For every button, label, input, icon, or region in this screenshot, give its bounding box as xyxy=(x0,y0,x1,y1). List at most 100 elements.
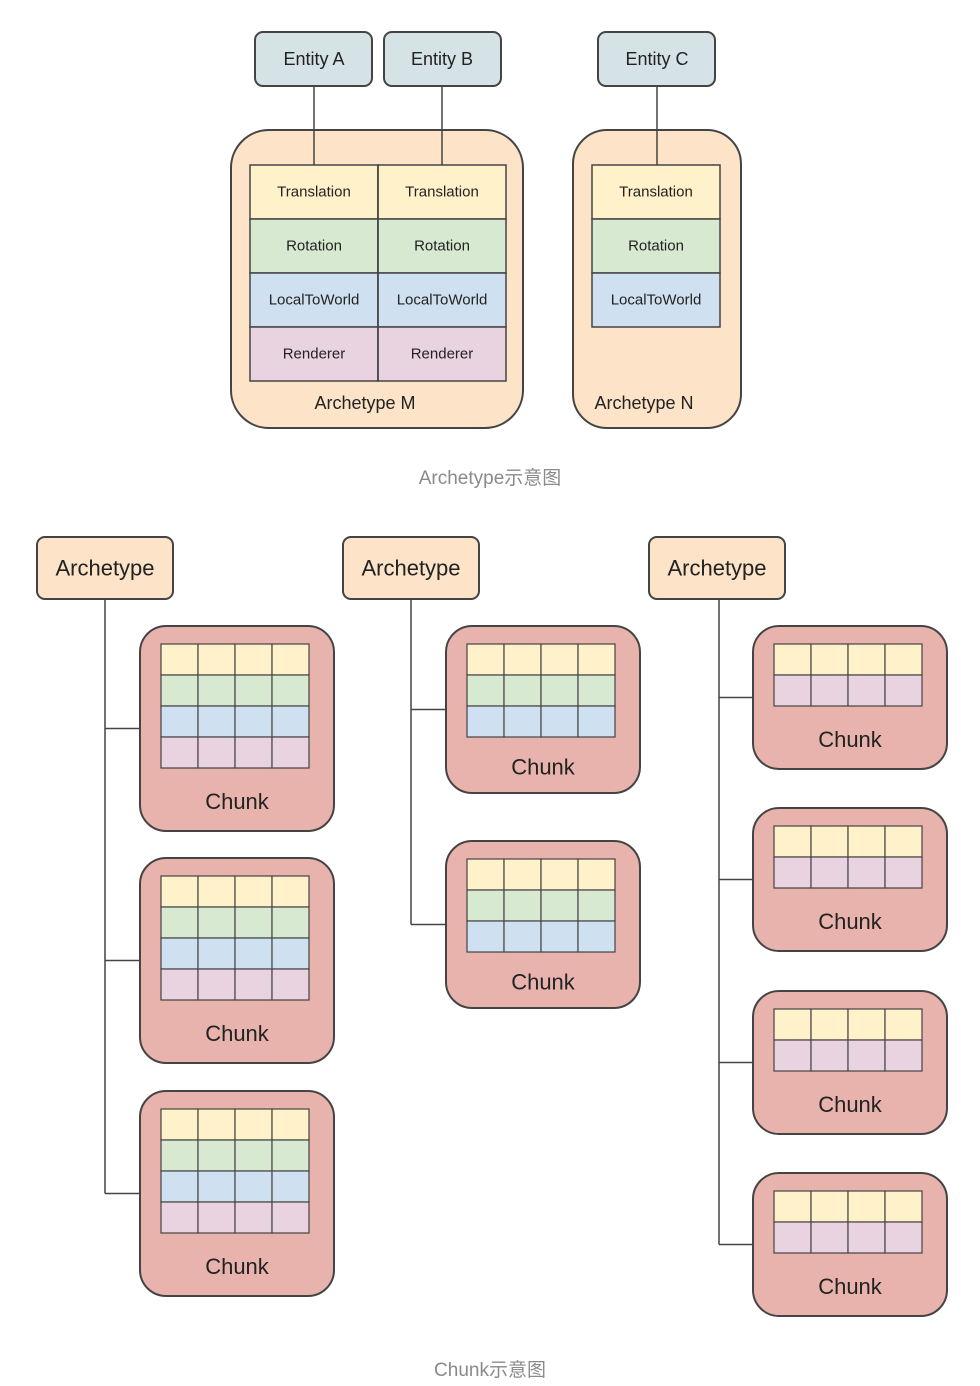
chunk-cell-translation xyxy=(847,643,886,676)
entity-label-1: Entity B xyxy=(411,49,473,69)
chunk-cell-rotation xyxy=(197,674,236,707)
chunk-cell-renderer xyxy=(234,736,273,769)
chunk-label: Chunk xyxy=(511,755,576,780)
chunk-cell-localtoworld xyxy=(577,705,616,738)
chunk-cell-renderer xyxy=(884,1039,923,1072)
chunk-cell-renderer xyxy=(810,1039,849,1072)
chunk-cell-translation xyxy=(884,825,923,858)
chunk-cell-rotation xyxy=(540,889,579,922)
chunk-cell-translation xyxy=(197,875,236,908)
chunk-cell-translation xyxy=(884,643,923,676)
chunk-cell-translation xyxy=(884,1008,923,1041)
chunk-cell-localtoworld xyxy=(234,705,273,738)
chunk-cell-translation xyxy=(503,858,542,891)
chunk-cell-translation xyxy=(197,1108,236,1141)
chunk-cell-rotation xyxy=(160,674,199,707)
chunk-cell-renderer xyxy=(197,968,236,1001)
chunk-cell-renderer xyxy=(884,856,923,889)
chunk-cell-translation xyxy=(503,643,542,676)
chunk-cell-translation xyxy=(160,875,199,908)
component-cell-rotation xyxy=(591,218,721,274)
component-cell-translation xyxy=(591,164,721,220)
chunk-label: Chunk xyxy=(205,789,270,814)
chunk-cell-renderer xyxy=(234,968,273,1001)
component-cell-localtoworld xyxy=(591,272,721,328)
chunk-cell-localtoworld xyxy=(271,705,310,738)
archetype-header-label: Archetype xyxy=(667,556,766,581)
chunk-cell-translation xyxy=(466,643,505,676)
chunk-cell-translation xyxy=(540,643,579,676)
chunk-cell-renderer xyxy=(271,736,310,769)
chunk-cell-rotation xyxy=(234,674,273,707)
chunk-label: Chunk xyxy=(818,1274,883,1299)
chunk-cell-localtoworld xyxy=(503,920,542,953)
chunk-cell-rotation xyxy=(160,1139,199,1172)
chunk-cell-renderer xyxy=(884,1221,923,1254)
chunk-cell-renderer xyxy=(197,1201,236,1234)
component-label: Translation xyxy=(619,184,693,201)
archetype-n-label: Archetype N xyxy=(594,393,693,413)
archetype-caption: Archetype示意图 xyxy=(418,468,562,489)
chunk-cell-renderer xyxy=(773,1221,812,1254)
component-label: LocalToWorld xyxy=(397,292,488,309)
chunk-cell-translation xyxy=(197,643,236,676)
chunk-cell-renderer xyxy=(160,968,199,1001)
chunk-cell-translation xyxy=(773,825,812,858)
chunk-cell-rotation xyxy=(234,1139,273,1172)
chunk-cell-rotation xyxy=(540,674,579,707)
chunk-cell-renderer xyxy=(160,736,199,769)
chunk-cell-localtoworld xyxy=(197,937,236,970)
component-label: Rotation xyxy=(414,238,470,255)
chunk-cell-rotation xyxy=(503,889,542,922)
archetype-header-label: Archetype xyxy=(55,556,154,581)
chunk-cell-localtoworld xyxy=(197,705,236,738)
entity-box-1 xyxy=(383,31,502,87)
component-label: Rotation xyxy=(628,238,684,255)
chunk-label: Chunk xyxy=(205,1021,270,1046)
chunk-cell-localtoworld xyxy=(466,705,505,738)
chunk-cell-renderer xyxy=(847,1221,886,1254)
chunk-cell-renderer xyxy=(271,968,310,1001)
component-label: Translation xyxy=(405,184,479,201)
component-label: Rotation xyxy=(286,238,342,255)
archetype-header-label: Archetype xyxy=(361,556,460,581)
chunk-cell-translation xyxy=(773,643,812,676)
component-cell-renderer xyxy=(249,326,379,382)
chunk-cell-renderer xyxy=(810,856,849,889)
chunk-cell-renderer xyxy=(884,674,923,707)
chunk-cell-translation xyxy=(847,1190,886,1223)
chunk-cell-renderer xyxy=(271,1201,310,1234)
component-cell-rotation xyxy=(249,218,379,274)
chunk-cell-renderer xyxy=(773,856,812,889)
chunk-label: Chunk xyxy=(205,1254,270,1279)
chunk-cell-localtoworld xyxy=(234,937,273,970)
chunk-cell-rotation xyxy=(271,674,310,707)
chunk-cell-translation xyxy=(271,1108,310,1141)
chunk-cell-translation xyxy=(773,1190,812,1223)
component-label: Renderer xyxy=(411,346,474,363)
chunk-cell-translation xyxy=(271,875,310,908)
chunk-cell-rotation xyxy=(271,1139,310,1172)
chunk-cell-renderer xyxy=(773,1039,812,1072)
entity-box-0 xyxy=(254,31,373,87)
chunk-cell-translation xyxy=(847,825,886,858)
component-cell-translation xyxy=(377,164,507,220)
chunk-cell-translation xyxy=(160,643,199,676)
chunk-cell-localtoworld xyxy=(160,705,199,738)
chunk-cell-localtoworld xyxy=(271,937,310,970)
chunk-cell-rotation xyxy=(197,906,236,939)
chunk-cell-localtoworld xyxy=(503,705,542,738)
chunk-label: Chunk xyxy=(818,1092,883,1117)
component-label: LocalToWorld xyxy=(611,292,702,309)
component-label: Translation xyxy=(277,184,351,201)
chunk-cell-localtoworld xyxy=(540,920,579,953)
component-cell-rotation xyxy=(377,218,507,274)
entity-box-2 xyxy=(597,31,716,87)
chunk-cell-renderer xyxy=(847,856,886,889)
chunk-label: Chunk xyxy=(818,909,883,934)
chunk-cell-renderer xyxy=(847,1039,886,1072)
chunk-label: Chunk xyxy=(511,970,576,995)
component-cell-localtoworld xyxy=(377,272,507,328)
chunk-cell-translation xyxy=(234,875,273,908)
